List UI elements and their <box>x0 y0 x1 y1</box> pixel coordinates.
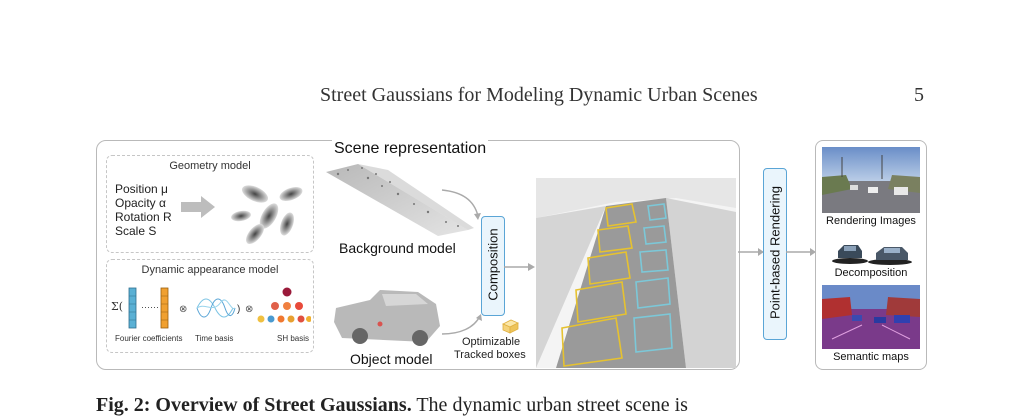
arrow-to-outputs-icon <box>786 248 816 256</box>
svg-text:⊗: ⊗ <box>245 304 253 315</box>
gaussian-ellipsoids-icon <box>231 185 303 244</box>
decomposition-label: Decomposition <box>834 267 908 279</box>
dynamic-appearance-model-box: Dynamic appearance model Σ( ······ ⊗ ) ⊗… <box>106 259 314 353</box>
geometry-model-box: Geometry model Position μ Opacity α Rota… <box>106 155 314 253</box>
outputs-frame: Rendering Images Decomposition Semantic … <box>815 140 927 370</box>
caption-text: The dynamic urban street scene is <box>416 394 688 416</box>
point-based-rendering-box: Point-based Rendering <box>763 168 787 340</box>
curved-arrow-background <box>441 189 481 220</box>
figure-caption: Fig. 2: Overview of Street Gaussians. Th… <box>96 394 688 417</box>
composition-box: Composition <box>481 216 505 316</box>
curved-arrow-object <box>441 314 482 335</box>
fourier-coefficients-label: Fourier coefficients <box>115 334 183 343</box>
arrow-to-scene-icon <box>504 263 535 271</box>
running-header: Street Gaussians for Modeling Dynamic Ur… <box>320 84 758 106</box>
svg-text:): ) <box>237 304 240 315</box>
composition-label: Composition <box>485 228 501 301</box>
geometry-attr-opacity: Opacity α <box>115 196 166 210</box>
svg-text:⊗: ⊗ <box>179 304 187 315</box>
geometry-model-title: Geometry model <box>169 160 251 172</box>
geometry-attr-scale: Scale S <box>115 224 157 238</box>
geometry-attr-rotation: Rotation R <box>115 210 172 224</box>
object-point-cloud-image <box>334 290 440 346</box>
time-basis-label: Time basis <box>195 334 234 343</box>
svg-text:Σ(: Σ( <box>111 300 123 313</box>
geometry-attr-position: Position μ <box>115 182 168 196</box>
svg-text:······: ······ <box>141 302 159 312</box>
dynamic-appearance-model-title: Dynamic appearance model <box>141 264 279 276</box>
semantic-maps-label: Semantic maps <box>833 351 909 363</box>
sh-basis-label: SH basis <box>277 334 310 343</box>
composed-scene-image <box>536 178 736 368</box>
tracked-boxes-label: Tracked boxes <box>454 349 526 361</box>
rendering-images-label: Rendering Images <box>826 215 916 227</box>
background-point-cloud-image <box>326 164 474 236</box>
scene-representation-title: Scene representation <box>332 140 489 158</box>
rendering-image <box>822 147 920 213</box>
background-model-label: Background model <box>339 240 456 256</box>
point-based-rendering-label: Point-based Rendering <box>767 186 783 319</box>
caption-bold: Fig. 2: Overview of Street Gaussians. <box>96 394 412 416</box>
decomposition-image <box>832 245 912 265</box>
page-number: 5 <box>914 84 924 106</box>
appearance-formula-diagram: Σ( ······ ⊗ ) ⊗ <box>111 287 311 329</box>
semantic-map-image <box>822 285 920 349</box>
object-model-label: Object model <box>350 351 433 367</box>
tracked-box-icon <box>502 319 519 334</box>
right-arrow-icon <box>181 196 215 218</box>
optimizable-label: Optimizable <box>462 336 521 348</box>
arrow-to-rendering-icon <box>738 248 764 256</box>
